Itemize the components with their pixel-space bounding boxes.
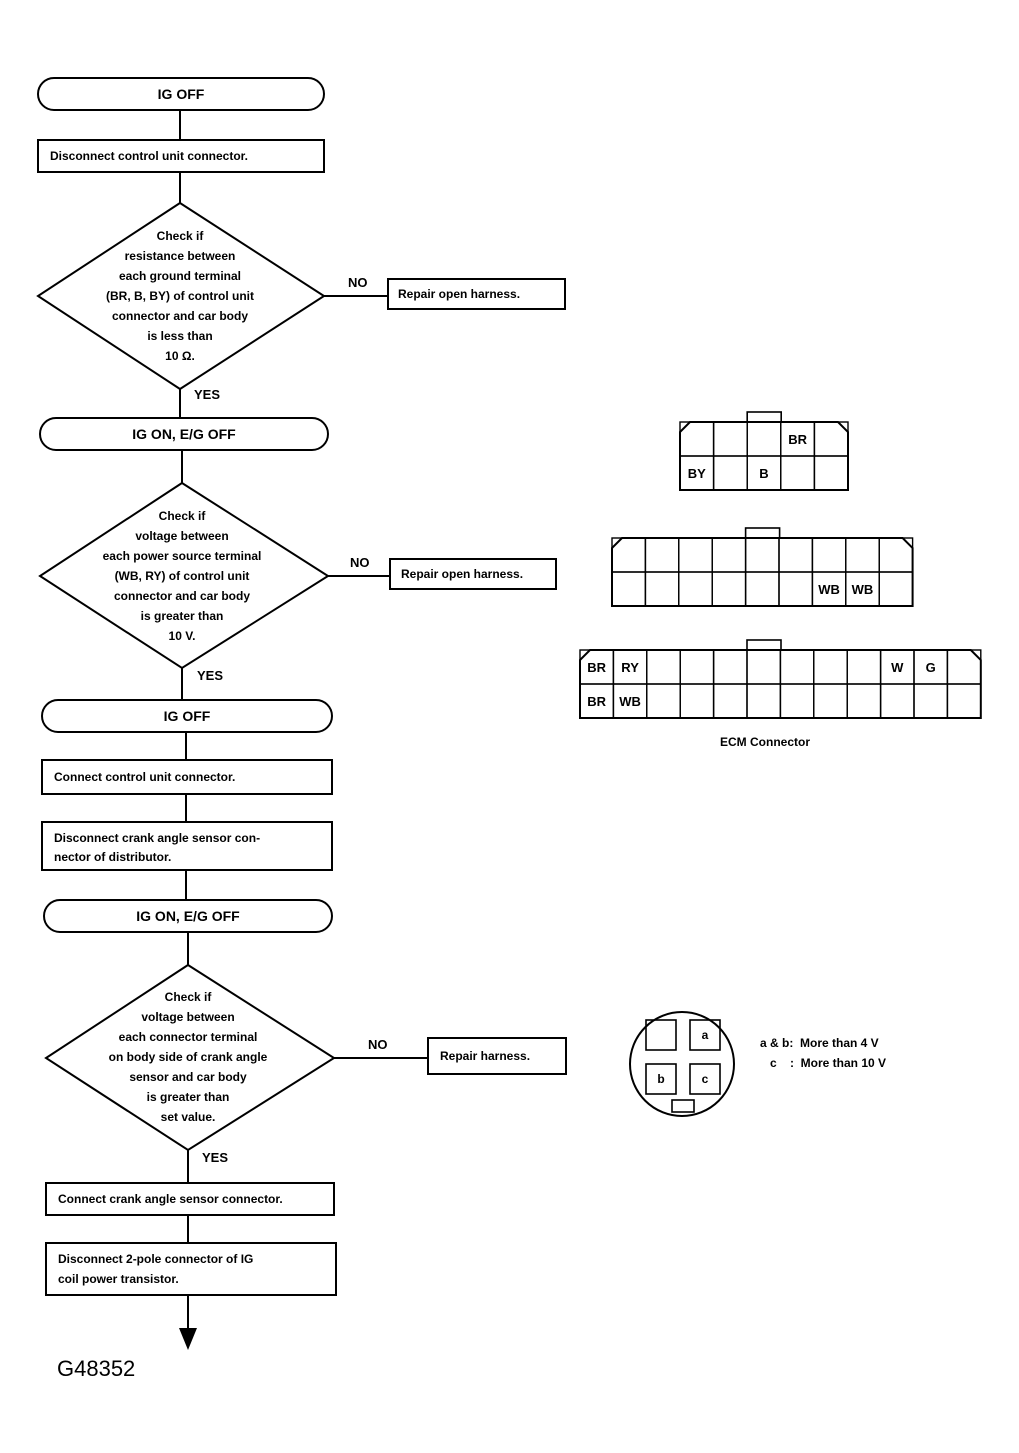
decision-2-line-4: (WB, RY) of control unit	[115, 569, 250, 583]
step-connect-control-unit-label: Connect control unit connector.	[54, 770, 235, 784]
decision-2-line-1: Check if	[159, 509, 207, 523]
decision-3-line-7: set value.	[161, 1110, 216, 1124]
decision-2-line-5: connector and car body	[114, 589, 250, 603]
ecm-c2-pin-label: WB	[818, 582, 840, 597]
continue-arrow-icon	[179, 1328, 197, 1350]
figure-code: G48352	[57, 1356, 135, 1381]
branch-yes-label: YES	[194, 387, 220, 402]
ecm-c2-pin	[878, 571, 914, 607]
ecm-c3-pin	[946, 683, 982, 719]
step-disconnect-2pole-line-2: coil power transistor.	[58, 1272, 179, 1286]
action-repair-open-harness-2: Repair open harness.	[389, 558, 557, 590]
decision-1-line-6: is less than	[147, 329, 212, 343]
crank-angle-sensor-connector: a b c	[629, 1011, 735, 1117]
ecm-c1-pin-label: BY	[688, 466, 706, 481]
decision-3-line-1: Check if	[165, 990, 213, 1004]
branch-no-label: NO	[350, 555, 370, 570]
ecm-connector-large: BR RY W G BR WB	[579, 639, 982, 719]
decision-1-line-4: (BR, B, BY) of control unit	[106, 289, 254, 303]
step-ig-off-2: IG OFF	[41, 699, 333, 733]
step-connect-cas-label: Connect crank angle sensor connector.	[58, 1192, 283, 1206]
decision-3-line-4: on body side of crank angle	[109, 1050, 268, 1064]
ecm-connector-caption: ECM Connector	[720, 735, 810, 749]
step-connect-crank-angle-sensor: Connect crank angle sensor connector.	[45, 1182, 335, 1216]
step-disconnect-2-pole-connector: Disconnect 2-pole connector of IG coil p…	[45, 1242, 337, 1296]
step-connect-control-unit: Connect control unit connector.	[41, 759, 333, 795]
branch-no-label: NO	[368, 1037, 388, 1052]
action-repair-3-label: Repair harness.	[440, 1049, 530, 1063]
step-ig-off-2-label: IG OFF	[164, 708, 211, 724]
step-disconnect-control-unit-label: Disconnect control unit connector.	[50, 149, 248, 163]
ecm-c1-pin-label: B	[759, 466, 768, 481]
ecm-c1-pin	[813, 455, 849, 491]
step-ig-on-eg-off-2: IG ON, E/G OFF	[43, 899, 333, 933]
step-ig-on-2-label: IG ON, E/G OFF	[136, 908, 240, 924]
action-repair-2-label: Repair open harness.	[401, 567, 523, 581]
step-ig-on-eg-off: IG ON, E/G OFF	[39, 417, 329, 451]
action-repair-harness: Repair harness.	[427, 1037, 567, 1075]
ecm-c3-pin-label: BR	[587, 694, 606, 709]
decision-ground-resistance: Check if resistance between each ground …	[36, 201, 326, 391]
step-disconnect-control-unit: Disconnect control unit connector.	[37, 139, 325, 173]
decision-1-line-5: connector and car body	[112, 309, 248, 323]
decision-1-line-7: 10 Ω.	[165, 349, 195, 363]
branch-yes-label: YES	[197, 668, 223, 683]
flow-lines	[179, 110, 428, 1350]
ecm-c3-pin-label: G	[926, 660, 936, 675]
ecm-c3-pin-label: RY	[621, 660, 639, 675]
branch-yes-label: YES	[202, 1150, 228, 1165]
ecm-c1-lock-tab	[746, 411, 783, 423]
sensor-pin-c: c	[702, 1072, 709, 1086]
sensor-note-ab: a & b: More than 4 V	[760, 1036, 879, 1050]
step-disconnect-cas-line-1: Disconnect crank angle sensor con-	[54, 831, 260, 845]
branch-no-label: NO	[348, 275, 368, 290]
sensor-pin-b: b	[657, 1072, 664, 1086]
ecm-connector-small: BR BY B	[679, 411, 849, 491]
decision-sensor-voltage: Check if voltage between each connector …	[44, 963, 336, 1152]
ecm-c3-pin-label: WB	[619, 694, 641, 709]
ecm-c1-pin-label: BR	[788, 432, 807, 447]
decision-power-voltage: Check if voltage between each power sour…	[38, 481, 330, 670]
sensor-note-c: c : More than 10 V	[770, 1056, 886, 1070]
decision-3-line-6: is greater than	[147, 1090, 230, 1104]
ecm-c3-pin-label: W	[891, 660, 904, 675]
ecm-c2-pin-label: WB	[852, 582, 874, 597]
step-ig-off-label: IG OFF	[158, 86, 205, 102]
step-disconnect-cas-line-2: nector of distributor.	[54, 850, 171, 864]
ecm-c3-pin-label: BR	[587, 660, 606, 675]
decision-3-line-2: voltage between	[141, 1010, 234, 1024]
decision-3-line-3: each connector terminal	[119, 1030, 258, 1044]
decision-2-line-7: 10 V.	[169, 629, 196, 643]
decision-3-line-5: sensor and car body	[129, 1070, 247, 1084]
action-repair-open-harness-1: Repair open harness.	[387, 278, 566, 310]
ecm-c3-lock-tab	[746, 639, 782, 651]
decision-2-line-3: each power source terminal	[103, 549, 262, 563]
step-ig-on-label: IG ON, E/G OFF	[132, 426, 236, 442]
decision-1-line-1: Check if	[157, 229, 205, 243]
step-disconnect-crank-angle-sensor: Disconnect crank angle sensor con- necto…	[41, 821, 333, 871]
sensor-pin-a: a	[702, 1028, 709, 1042]
ecm-connector-medium: WB WB	[611, 527, 914, 607]
decision-2-line-2: voltage between	[135, 529, 228, 543]
step-disconnect-2pole-line-1: Disconnect 2-pole connector of IG	[58, 1252, 253, 1266]
step-ig-off: IG OFF	[37, 77, 325, 111]
ecm-c2-lock-tab	[744, 527, 781, 539]
decision-1-line-2: resistance between	[125, 249, 236, 263]
decision-1-line-3: each ground terminal	[119, 269, 241, 283]
action-repair-1-label: Repair open harness.	[398, 287, 520, 301]
decision-2-line-6: is greater than	[141, 609, 224, 623]
